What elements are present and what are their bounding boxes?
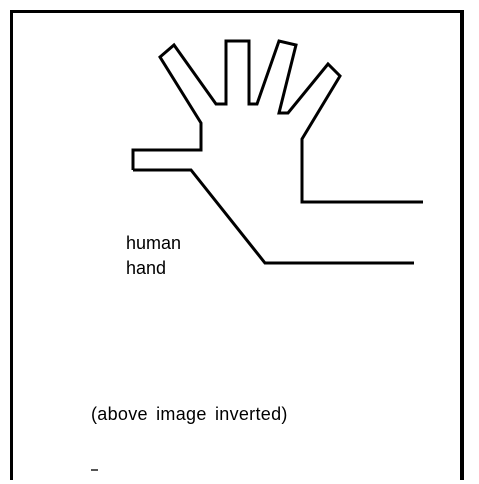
figure-frame: human hand (above image inverted) <box>10 10 464 480</box>
hand-label-line-2: hand <box>126 256 181 281</box>
figure-caption: (above image inverted) <box>91 404 288 425</box>
hand-outline <box>133 41 423 202</box>
hand-label-line-1: human <box>126 231 181 256</box>
hand-label: human hand <box>126 231 181 281</box>
scan-speck <box>91 469 98 471</box>
